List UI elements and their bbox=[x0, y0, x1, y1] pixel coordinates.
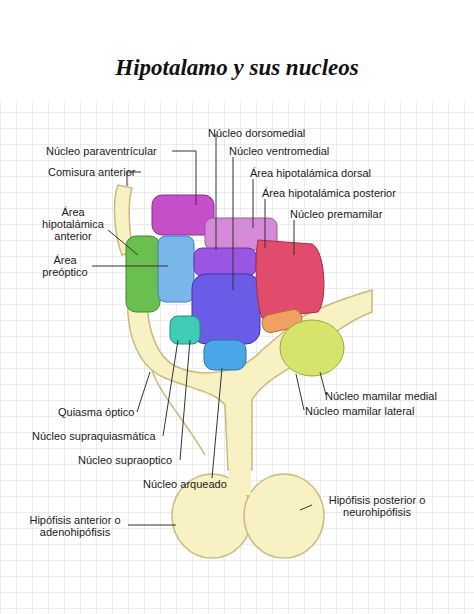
part-label: Núcleo dorsomedial bbox=[208, 127, 305, 139]
dorsomedial-nucleus bbox=[194, 248, 256, 276]
part-label: Núcleo ventromedial bbox=[229, 145, 329, 157]
leader-line bbox=[294, 220, 295, 255]
leader-line bbox=[216, 134, 217, 250]
leader-line bbox=[233, 157, 234, 290]
leader-line bbox=[163, 340, 178, 436]
posterior-area bbox=[256, 240, 324, 318]
leader-line bbox=[296, 374, 304, 410]
part-label: Núcleo supraquiasmática bbox=[32, 430, 156, 442]
leader-line bbox=[253, 179, 254, 228]
suprachiasmatic-nucleus bbox=[170, 316, 200, 344]
anterior-area bbox=[126, 236, 160, 312]
leader-line bbox=[265, 199, 266, 248]
mamillary-body bbox=[280, 320, 344, 376]
pituitary-stalk bbox=[229, 455, 251, 495]
part-label: Núcleo mamilar medial bbox=[325, 390, 437, 402]
part-label: Núcleo premamilar bbox=[290, 208, 382, 220]
posterior-pituitary bbox=[244, 474, 324, 558]
arcuate-nucleus bbox=[204, 340, 246, 370]
part-label: Área hipotalámica posterior bbox=[262, 187, 396, 199]
ventromedial-nucleus bbox=[192, 274, 260, 344]
leader-line bbox=[92, 266, 168, 267]
leader-line bbox=[212, 368, 222, 478]
tract-line bbox=[152, 370, 205, 455]
part-label: Comisura anterior bbox=[48, 166, 135, 178]
part-label: Área hipotalámica dorsal bbox=[250, 167, 371, 179]
preoptic-area bbox=[158, 236, 194, 302]
part-label: Área preóptico bbox=[38, 254, 92, 278]
part-label: Hipófisis anterior o adenohipófisis bbox=[22, 514, 128, 538]
leader-line bbox=[108, 230, 138, 255]
leader-line bbox=[300, 505, 312, 510]
part-label: Hipófisis posterior o neurohipófisis bbox=[312, 494, 442, 518]
leader-line bbox=[137, 372, 150, 412]
grid-background bbox=[0, 102, 474, 614]
part-label: Núcleo arqueado bbox=[143, 478, 227, 490]
part-label: Núcleo mamilar lateral bbox=[305, 405, 414, 417]
part-label: Núcleo paraventrícular bbox=[46, 145, 157, 157]
part-label: Núcleo supraoptico bbox=[78, 454, 172, 466]
leader-line bbox=[172, 151, 196, 205]
leader-line bbox=[180, 340, 190, 460]
leader-line bbox=[128, 525, 176, 526]
part-label: Quiasma óptico bbox=[58, 406, 134, 418]
part-label: Área hipotalámica anterior bbox=[36, 206, 110, 242]
diagram-title: Hipotalamo y sus nucleos bbox=[0, 55, 474, 81]
